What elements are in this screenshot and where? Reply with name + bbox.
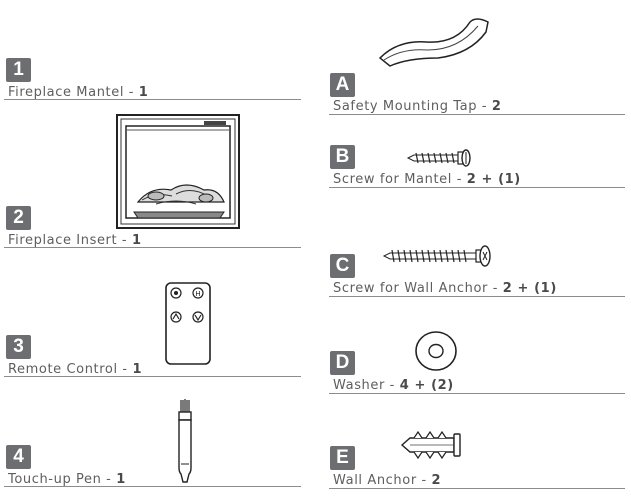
part-qty: 2 xyxy=(431,473,442,488)
badge-2: 2 xyxy=(6,206,31,230)
part-name: Safety Mounting Tap - xyxy=(333,99,492,114)
label-screw-for-wall-anchor: Screw for Wall Anchor - 2 + (1) xyxy=(333,282,557,296)
part-name: Fireplace Insert - xyxy=(8,233,132,248)
label-fireplace-mantel: Fireplace Mantel - 1 xyxy=(8,86,148,100)
badge-1: 1 xyxy=(6,58,31,82)
divider-d xyxy=(329,393,625,394)
label-fireplace-insert: Fireplace Insert - 1 xyxy=(8,234,142,248)
label-touch-up-pen: Touch-up Pen - 1 xyxy=(8,473,126,487)
touch-up-pen-illustration xyxy=(178,399,192,483)
label-wall-anchor: Wall Anchor - 2 xyxy=(333,474,441,488)
part-qty: 1 xyxy=(132,362,143,377)
part-name: Wall Anchor - xyxy=(333,473,432,488)
divider-3 xyxy=(4,376,301,377)
part-name: Fireplace Mantel - xyxy=(8,85,139,100)
part-name: Screw for Mantel - xyxy=(333,172,467,187)
divider-1 xyxy=(4,99,301,100)
badge-b: B xyxy=(330,145,355,169)
part-name: Touch-up Pen - xyxy=(8,472,117,487)
label-remote-control: Remote Control - 1 xyxy=(8,363,142,377)
wall-anchor-icon xyxy=(400,430,461,460)
safety-mounting-tap-illustration xyxy=(378,18,489,67)
part-qty: 4 + (2) xyxy=(399,378,454,393)
fireplace-insert-illustration xyxy=(116,114,240,229)
part-qty: 2 xyxy=(491,99,502,114)
svg-text:H: H xyxy=(195,290,200,298)
part-name: Washer - xyxy=(333,378,400,393)
divider-b xyxy=(329,187,625,188)
part-qty: 1 xyxy=(116,472,126,487)
badge-c: C xyxy=(330,254,355,278)
badge-d: D xyxy=(330,351,355,375)
part-name: Screw for Wall Anchor - xyxy=(333,281,503,296)
part-qty: 1 xyxy=(138,85,149,100)
badge-a: A xyxy=(330,73,355,97)
divider-c xyxy=(329,296,625,297)
part-name: Remote Control - xyxy=(8,362,133,377)
part-qty: 2 + (1) xyxy=(466,172,521,187)
divider-e xyxy=(329,488,625,489)
divider-2 xyxy=(4,247,301,248)
part-qty: 1 xyxy=(131,233,142,248)
part-qty: 2 + (1) xyxy=(502,281,557,296)
badge-e: E xyxy=(330,446,355,470)
badge-4: 4 xyxy=(6,445,31,469)
badge-3: 3 xyxy=(6,335,31,359)
divider-a xyxy=(329,114,625,115)
label-washer: Washer - 4 + (2) xyxy=(333,379,454,393)
screw-mantel-icon xyxy=(406,149,471,167)
remote-control-illustration: H xyxy=(165,282,211,365)
label-screw-for-mantel: Screw for Mantel - 2 + (1) xyxy=(333,173,521,187)
label-safety-mounting-tap: Safety Mounting Tap - 2 xyxy=(333,100,502,114)
screw-wall-anchor-icon xyxy=(382,245,491,267)
washer-icon xyxy=(415,331,457,371)
divider-4 xyxy=(4,486,301,487)
